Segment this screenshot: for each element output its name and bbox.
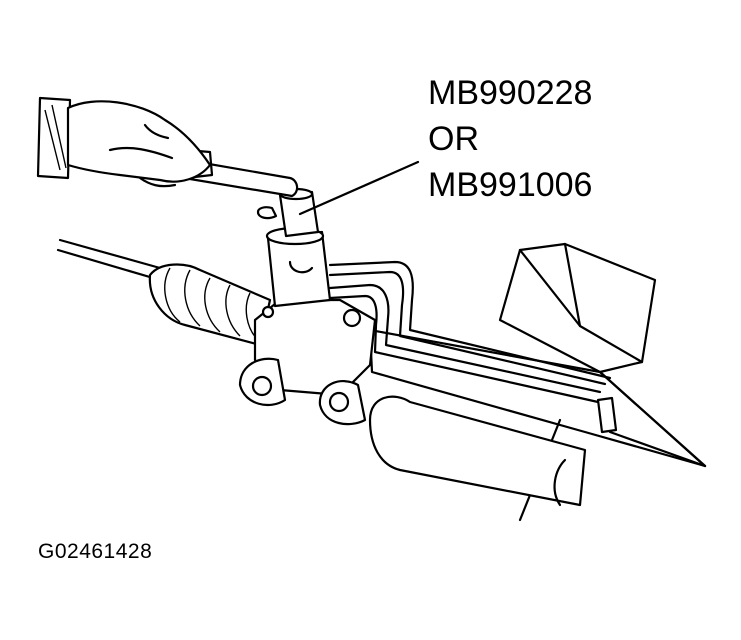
rear-housing-block [498,242,657,374]
part-number-alternate: MB991006 [428,166,593,204]
pinion-housing [265,226,332,308]
hand [36,96,212,188]
figure-id: G02461428 [38,540,153,563]
callout-leader-line [298,160,420,216]
rubber-boot [148,263,272,347]
valve-body [238,298,377,426]
part-number-or: OR [428,120,479,158]
tool-part-number-callout: MB990228 OR MB991006 [428,70,592,208]
hydraulic-pipes [328,260,618,434]
lower-housing [368,395,587,507]
part-number-primary: MB990228 [428,74,593,112]
